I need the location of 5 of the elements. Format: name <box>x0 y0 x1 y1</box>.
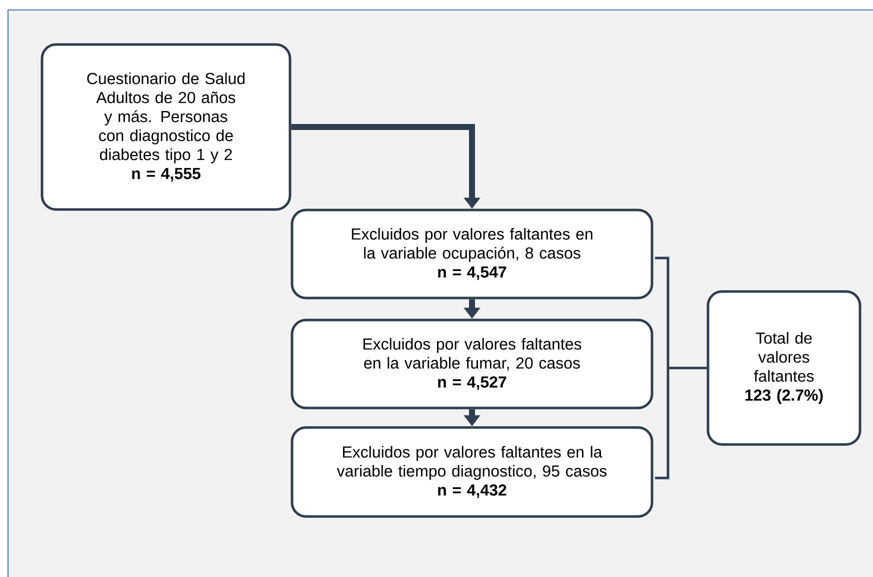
process-box: Total de valores faltantes 123 (2.7%) <box>706 290 862 446</box>
process-box: Cuestionario de Salud Adultos de 20 años y más. Personas con diagnostico de diabetes tipo 1 y 2 n = 4,555 <box>40 43 292 211</box>
process-box: Excluidos por valores faltantes en la variable tiempo diagnostico, 95 casos n = 4,432 <box>290 426 654 518</box>
process-box: Excluidos por valores faltantes en la variable fumar, 20 casos n = 4,527 <box>290 318 654 410</box>
process-box: Excluidos por valores faltantes en la variable ocupación, 8 casos n = 4,547 <box>290 208 654 300</box>
